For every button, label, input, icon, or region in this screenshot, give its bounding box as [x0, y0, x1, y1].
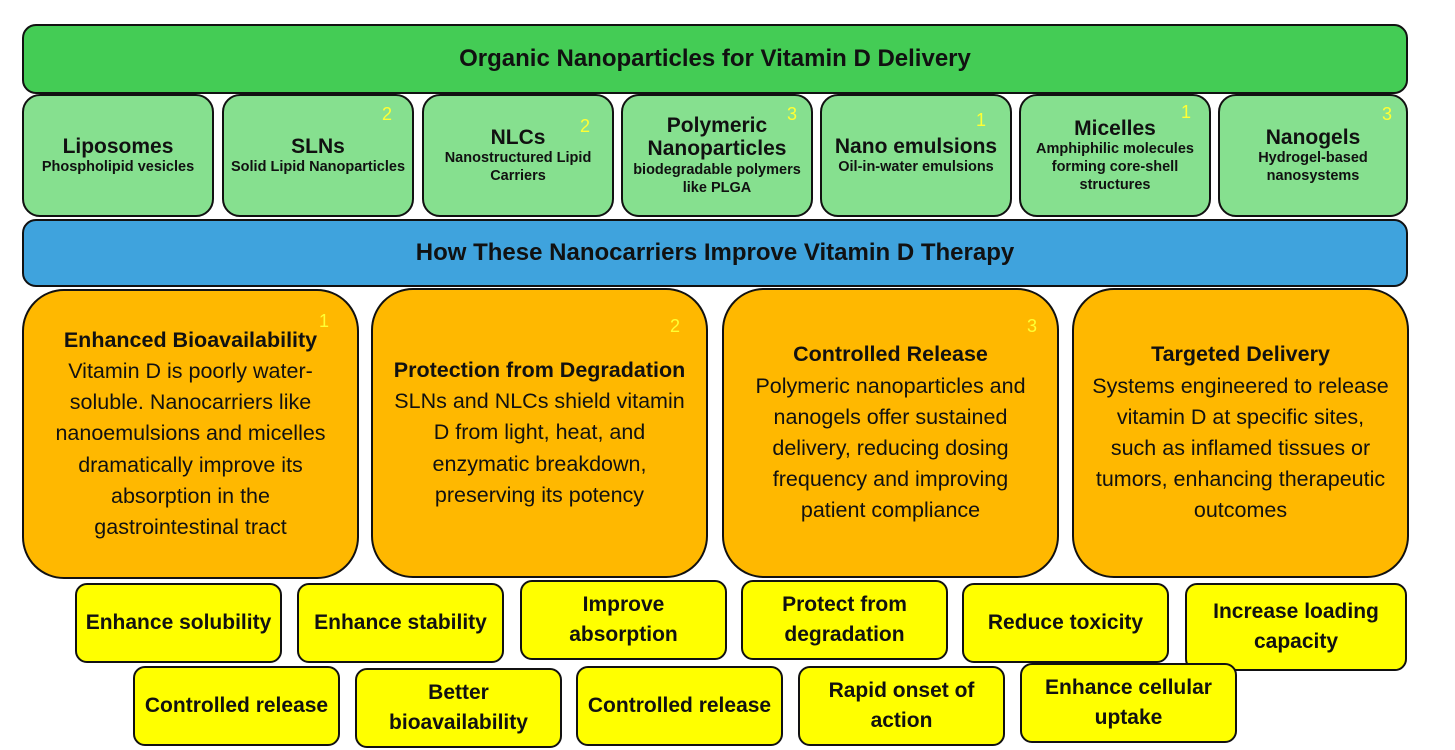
benefit-title: Enhanced Bioavailability — [63, 327, 318, 352]
tag-enhance-solubility: Enhance solubility — [75, 583, 282, 663]
top-banner: Organic Nanoparticles for Vitamin D Deli… — [22, 24, 1408, 94]
nanoparticle-card-slns: SLNs Solid Lipid Nanoparticles 2 — [222, 94, 414, 217]
nanoparticle-card-liposomes: Liposomes Phospholipid vesicles — [22, 94, 214, 217]
middle-banner: How These Nanocarriers Improve Vitamin D… — [22, 219, 1408, 287]
nanoparticle-card-nanogels: Nanogels Hydrogel-based nanosystems 3 — [1218, 94, 1408, 217]
nanoparticle-badge: 3 — [786, 104, 797, 124]
nanoparticle-description: Oil-in-water emulsions — [838, 159, 994, 176]
tag-label: Protect from degradation — [782, 592, 907, 646]
nanoparticle-badge: 3 — [1381, 104, 1392, 124]
tag-label: Enhance stability — [314, 610, 487, 634]
tag-increase-loading-capacity: Increase loading capacity — [1185, 583, 1407, 671]
nanoparticle-description: Amphiphilic molecules forming core-shell… — [1036, 141, 1194, 194]
benefit-card-protection: Protection from Degradation SLNs and NLC… — [371, 288, 708, 578]
tag-label: Increase loading capacity — [1213, 599, 1379, 653]
tag-label: Controlled release — [144, 693, 329, 717]
nanoparticle-description: Solid Lipid Nanoparticles — [230, 159, 406, 176]
tag-controlled-release-2: Controlled release — [576, 666, 783, 746]
tag-label: Enhance solubility — [85, 610, 272, 634]
nanoparticle-description: Hydrogel-based nanosystems — [1258, 150, 1368, 185]
nanoparticle-card-polymeric: Polymeric Nanoparticles biodegradable po… — [621, 94, 813, 217]
benefit-title: Controlled Release — [793, 342, 988, 367]
benefit-title: Protection from Degradation — [393, 358, 686, 383]
nanoparticle-badge: 2 — [579, 116, 590, 136]
nanoparticle-description: Phospholipid vesicles — [41, 159, 195, 176]
tag-improve-absorption: Improve absorption — [520, 580, 727, 660]
nanoparticle-title: Liposomes — [62, 134, 174, 158]
benefit-description: SLNs and NLCs shield vitamin D from ligh… — [394, 389, 685, 507]
tag-label: Reduce toxicity — [987, 610, 1144, 634]
tag-label: Controlled release — [587, 693, 772, 717]
nanoparticle-title: Micelles — [1074, 116, 1156, 140]
middle-banner-title: How These Nanocarriers Improve Vitamin D… — [415, 238, 1015, 266]
nanoparticle-description: biodegradable polymers like PLGA — [633, 161, 801, 197]
nanoparticle-card-nanoemulsions: Nano emulsions Oil-in-water emulsions 1 — [820, 94, 1012, 217]
benefit-description: Vitamin D is poorly water-soluble. Nanoc… — [55, 359, 326, 539]
nanoparticle-badge: 2 — [381, 104, 392, 124]
tag-better-bioavailability: Better bioavailability — [355, 668, 562, 748]
benefit-title: Targeted Delivery — [1151, 342, 1330, 367]
nanoparticle-description: Nanostructured Lipid Carriers — [444, 150, 592, 185]
benefit-card-targeted-delivery: Targeted Delivery Systems engineered to … — [1072, 288, 1409, 578]
tag-enhance-cellular-uptake: Enhance cellular uptake — [1020, 663, 1237, 743]
nanoparticle-title: NLCs — [490, 125, 546, 149]
benefit-card-bioavailability: Enhanced Bioavailability Vitamin D is po… — [22, 289, 359, 579]
benefit-description: Polymeric nanoparticles and nanogels off… — [755, 373, 1026, 523]
nanoparticle-title: Polymeric Nanoparticles — [647, 113, 787, 161]
nanoparticle-card-nlcs: NLCs Nanostructured Lipid Carriers 2 — [422, 94, 614, 217]
top-banner-title: Organic Nanoparticles for Vitamin D Deli… — [459, 44, 971, 72]
tag-reduce-toxicity: Reduce toxicity — [962, 583, 1169, 663]
nanoparticle-badge: 1 — [975, 110, 986, 130]
tag-label: Enhance cellular uptake — [1045, 675, 1212, 729]
tag-controlled-release: Controlled release — [133, 666, 340, 746]
benefit-card-controlled-release: Controlled Release Polymeric nanoparticl… — [722, 288, 1059, 578]
nanoparticle-badge: 1 — [1180, 102, 1191, 122]
tag-protect-from-degradation: Protect from degradation — [741, 580, 948, 660]
benefit-badge: 1 — [318, 311, 329, 331]
nanoparticle-title: Nanogels — [1265, 125, 1361, 149]
tag-enhance-stability: Enhance stability — [297, 583, 504, 663]
benefit-badge: 3 — [1026, 316, 1037, 336]
tag-label: Improve absorption — [569, 592, 678, 646]
nanoparticle-title: Nano emulsions — [834, 134, 998, 158]
tag-label: Rapid onset of action — [828, 678, 975, 732]
nanoparticle-title: SLNs — [291, 134, 345, 158]
tag-rapid-onset-of-action: Rapid onset of action — [798, 666, 1005, 746]
nanoparticle-card-micelles: Micelles Amphiphilic molecules forming c… — [1019, 94, 1211, 217]
benefit-badge: 2 — [669, 316, 680, 336]
benefit-description: Systems engineered to release vitamin D … — [1092, 373, 1389, 523]
tag-label: Better bioavailability — [389, 680, 528, 734]
